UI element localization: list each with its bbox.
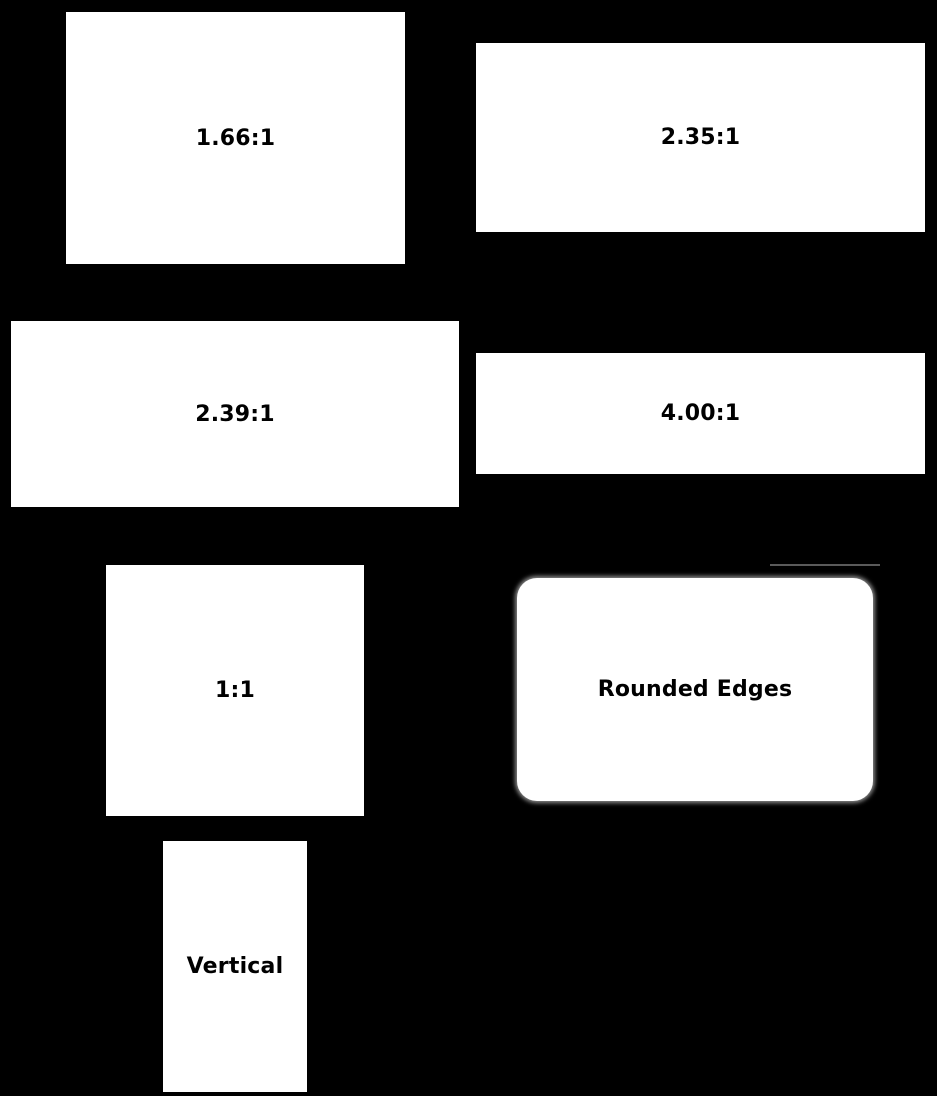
mask-2-35-to-1: 2.35:1 xyxy=(476,43,925,232)
mask-label-rounded-edges: Rounded Edges xyxy=(597,677,793,702)
mask-label-vertical: Vertical xyxy=(186,954,284,979)
mask-1-to-1: 1:1 xyxy=(106,565,364,816)
mask-2-39-to-1: 2.39:1 xyxy=(11,321,459,507)
mask-rounded-edges: Rounded Edges xyxy=(517,578,873,801)
rounded-mask-edge-line xyxy=(770,564,880,566)
mask-label-2-35-to-1: 2.35:1 xyxy=(660,125,741,150)
mask-4-00-to-1: 4.00:1 xyxy=(476,353,925,474)
mask-1-66-to-1: 1.66:1 xyxy=(66,12,405,264)
mask-label-1-66-to-1: 1.66:1 xyxy=(195,125,276,151)
mask-label-4-00-to-1: 4.00:1 xyxy=(660,401,741,426)
mask-label-1-to-1: 1:1 xyxy=(214,678,255,703)
mask-vertical: Vertical xyxy=(163,841,307,1092)
mask-label-2-39-to-1: 2.39:1 xyxy=(195,401,275,427)
